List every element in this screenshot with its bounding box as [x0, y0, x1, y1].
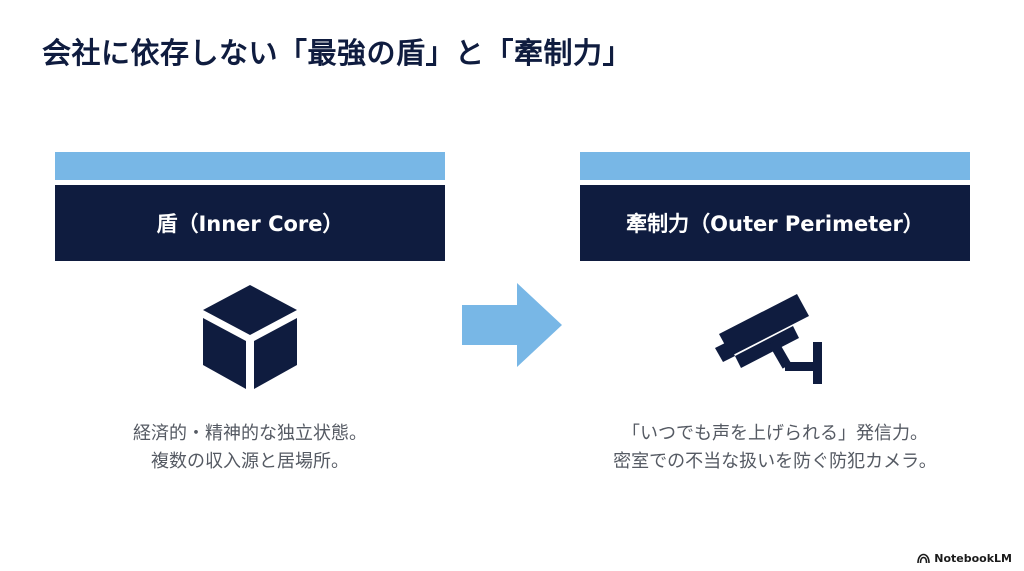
security-camera-icon [715, 294, 822, 384]
accent-bar [580, 152, 970, 180]
brand-label: NotebookLM [934, 552, 1012, 565]
outer-perimeter-panel: 牽制力（Outer Perimeter） [580, 152, 970, 261]
slide-title: 会社に依存しない「最強の盾」と「牽制力」 [42, 36, 633, 70]
description-line: 「いつでも声を上げられる」発信力。 [622, 423, 928, 444]
right-arrow-icon [462, 283, 562, 367]
description-line: 複数の収入源と居場所。 [151, 451, 349, 472]
inner-core-header: 盾（Inner Core） [55, 185, 445, 261]
notebooklm-logo-icon [917, 553, 931, 564]
cube-icon [203, 285, 297, 389]
inner-core-panel: 盾（Inner Core） [55, 152, 445, 261]
outer-perimeter-header: 牽制力（Outer Perimeter） [580, 185, 970, 261]
notebooklm-brand: NotebookLM [917, 552, 1012, 565]
description-line: 経済的・精神的な独立状態。 [133, 423, 367, 444]
accent-bar [55, 152, 445, 180]
description-line: 密室での不当な扱いを防ぐ防犯カメラ。 [613, 451, 937, 472]
outer-perimeter-description: 「いつでも声を上げられる」発信力。 密室での不当な扱いを防ぐ防犯カメラ。 [580, 420, 970, 476]
inner-core-description: 経済的・精神的な独立状態。 複数の収入源と居場所。 [55, 420, 445, 476]
